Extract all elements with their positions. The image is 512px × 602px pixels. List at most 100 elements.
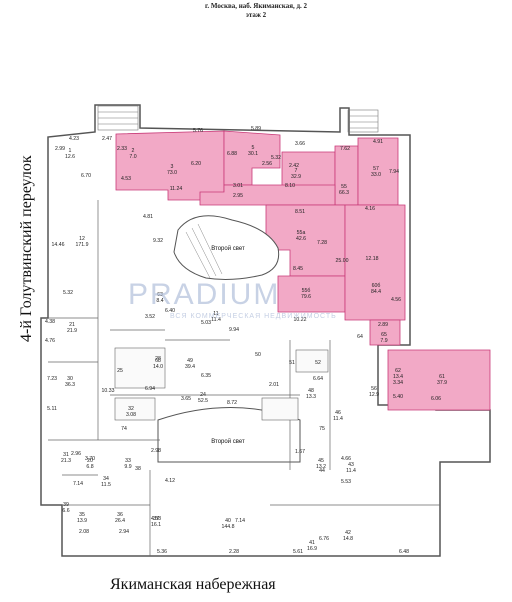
highlighted-room-area: 37.9: [437, 380, 447, 386]
atrium-upper: [173, 215, 280, 280]
dimension-label: 4.76: [45, 338, 55, 344]
dimension-label: 2.56: [262, 161, 272, 167]
highlighted-room-area: 30.1: [248, 151, 258, 157]
atriums: [157, 215, 301, 463]
room-area: 39.4: [185, 364, 195, 370]
dimension-label: 2.99: [55, 146, 65, 152]
dimension-label: 5.03: [201, 320, 211, 326]
corridor-top: [199, 184, 336, 206]
room-number: 42: [345, 530, 351, 536]
room-area: 16.1: [151, 522, 161, 528]
room-area: 6.6: [62, 508, 69, 514]
highlighted-room-number: 5: [252, 145, 255, 151]
room-area: 14.0: [153, 364, 163, 370]
room-area: 11.5: [101, 482, 111, 488]
room-area: 16.9: [307, 546, 317, 552]
dimension-label: 10.22: [294, 317, 307, 323]
room-number: 20: [87, 458, 93, 464]
dimension-label: 2.98: [151, 448, 161, 454]
dimension-label: 4.12: [165, 478, 175, 484]
dimension-label: 5.76: [193, 128, 203, 134]
room-number: 31: [63, 452, 69, 458]
dimension-label: 6.76: [319, 536, 329, 542]
dimension-label: 7.14: [73, 481, 83, 487]
room-area: 13.9: [77, 518, 87, 524]
room-55: [334, 145, 359, 206]
highlighted-room-number: 7: [295, 168, 298, 174]
dimension-label: 6.06: [431, 396, 441, 402]
dimension-label: 3.34: [393, 380, 403, 386]
room-number: 39: [63, 502, 69, 508]
dimension-label: 3.01: [233, 183, 243, 189]
dimension-label: 2.89: [378, 322, 388, 328]
dimension-label: 2.01: [269, 382, 279, 388]
highlighted-room-area: 66.3: [339, 190, 349, 196]
dimension-label: 8.51: [295, 209, 305, 215]
room-number: 45: [318, 458, 324, 464]
highlighted-room-number: 2: [132, 148, 135, 154]
room-number: 32: [128, 406, 134, 412]
watermark-subtitle: ВСЯ КОММЕРЧЕСКАЯ НЕДВИЖИМОСТЬ: [170, 313, 337, 320]
room-65: [369, 319, 401, 346]
street-label-west: 4-й Голутвинский переулок: [18, 155, 35, 342]
dimension-label: 10.33: [102, 388, 115, 394]
room-number: 11: [213, 311, 218, 317]
dimension-label: 6.88: [227, 151, 237, 157]
dimension-label: 1.67: [295, 449, 305, 455]
highlighted-room-area: 7.0: [129, 154, 136, 160]
room-number: 49: [187, 358, 193, 364]
room-area: 3.08: [126, 412, 136, 418]
room-number: 56: [371, 386, 377, 392]
dimension-label: 6.70: [81, 173, 91, 179]
room-area: 171.9: [76, 242, 89, 248]
highlighted-room-area: 32.9: [291, 174, 301, 180]
room-area: 21.9: [67, 328, 77, 334]
highlighted-room-number: 55: [341, 184, 347, 190]
room-number: 68: [155, 358, 161, 364]
room-area: 21.3: [61, 458, 71, 464]
dimension-label: 5.32: [271, 155, 281, 161]
highlighted-room-number: 57: [373, 166, 379, 172]
dimension-label: 2.96: [71, 451, 81, 457]
dimension-label: 6.40: [165, 308, 175, 314]
room-number: 63: [157, 292, 163, 298]
watermark-brand: PRADIUM: [128, 278, 281, 311]
partitions: [48, 200, 440, 556]
room-number: 75: [319, 426, 325, 432]
room-area: 13.3: [306, 394, 316, 400]
dimension-label: 5.61: [293, 549, 303, 555]
room-number: 50: [255, 352, 261, 358]
dimension-label: 7.62: [340, 146, 350, 152]
room-number: 12: [79, 236, 85, 242]
dimension-label: 5.11: [47, 406, 57, 412]
room-number: 37: [153, 516, 159, 522]
dimension-label: 5.32: [63, 290, 73, 296]
dimension-label: 4.81: [143, 214, 153, 220]
dimension-label: 3.70: [85, 456, 95, 462]
room-area: 14.8: [343, 536, 353, 542]
dimension-label: 6.35: [201, 373, 211, 379]
dimension-label: 9.32: [153, 238, 163, 244]
atrium-label: Второй свет: [211, 245, 245, 252]
dimension-label: 8.72: [227, 400, 237, 406]
atrium-label: Второй свет: [211, 438, 245, 445]
room-area: 11.4: [211, 317, 221, 323]
room-area: 144.8: [222, 524, 235, 530]
highlighted-room-area: 13.4: [393, 374, 403, 380]
room-area: 12.9: [369, 392, 379, 398]
address-line: г. Москва, наб. Якиманская, д. 2: [204, 2, 308, 10]
highlighted-room-area: 79.6: [301, 294, 311, 300]
room-60b: [344, 204, 406, 321]
atrium-lower: [157, 407, 301, 463]
stairs: [97, 105, 379, 133]
room-area: 52.5: [198, 398, 208, 404]
room-number: 21: [69, 322, 75, 328]
dimension-label: 7.23: [47, 376, 57, 382]
dimension-label: 3.66: [295, 141, 305, 147]
highlighted-room-number: 55б: [302, 288, 311, 294]
room-number: 44: [319, 468, 325, 474]
room-number: 74: [121, 426, 127, 432]
room-number: 51: [289, 360, 295, 366]
highlighted-rooms: [115, 130, 491, 411]
